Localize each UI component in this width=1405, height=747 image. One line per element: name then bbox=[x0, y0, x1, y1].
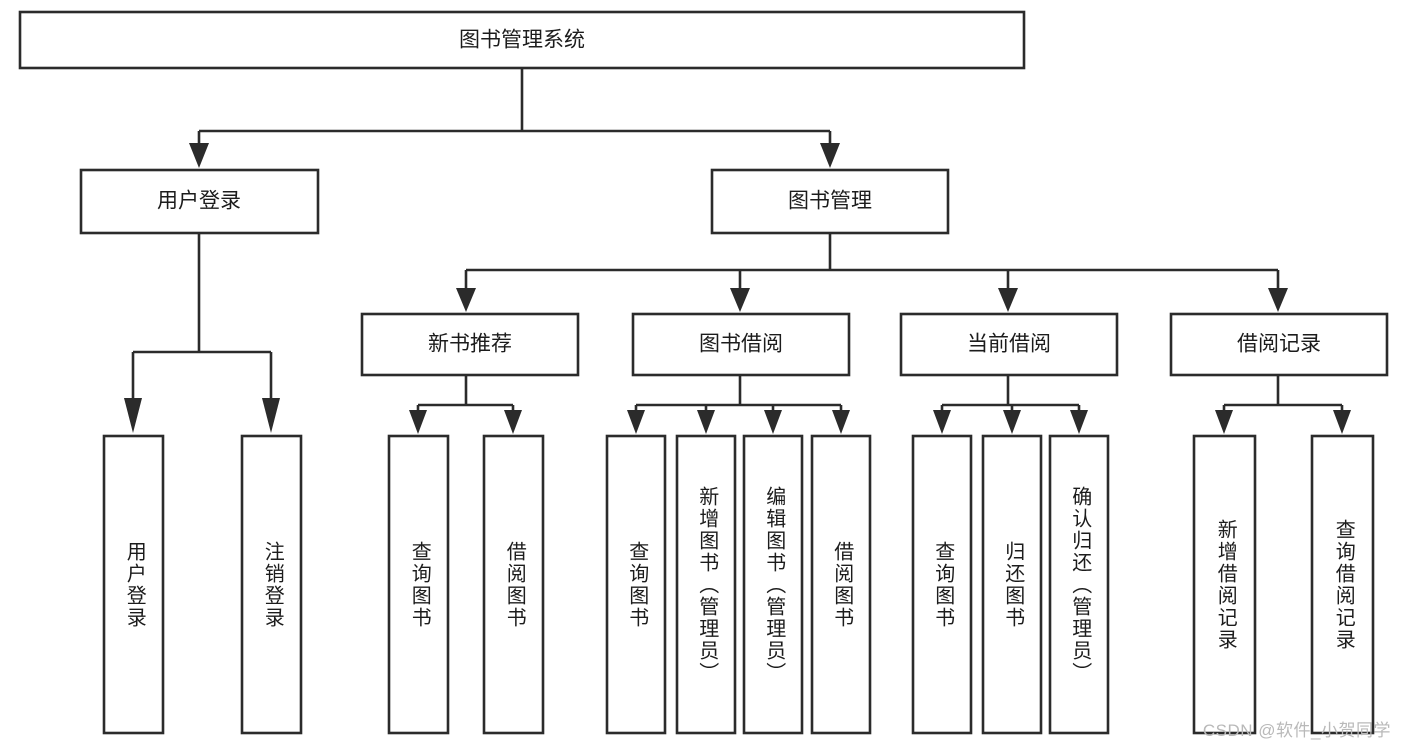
arrow-head-leaf-add-record bbox=[1215, 410, 1233, 434]
arrow-head-to-borrow bbox=[730, 288, 750, 312]
leaf-box-query-book-3[interactable] bbox=[911, 434, 973, 735]
arrow-head-leaf-query-book-2 bbox=[627, 410, 645, 434]
connector-group-root bbox=[189, 68, 840, 168]
leaf-box-borrow-book-1[interactable] bbox=[482, 434, 545, 735]
leaf-box-add-book[interactable] bbox=[675, 434, 737, 735]
arrow-head-leaf-query-book-1 bbox=[409, 410, 427, 434]
arrow-head-leaf-confirm-return bbox=[1070, 410, 1088, 434]
arrow-head-to-newbook bbox=[456, 288, 476, 312]
leaf-box-edit-book[interactable] bbox=[742, 434, 804, 735]
connector-group-record bbox=[1215, 375, 1351, 434]
node-bookmgmt-box[interactable] bbox=[710, 168, 950, 235]
node-root-label: 图书管理系统 bbox=[459, 29, 585, 52]
node-newbook-box[interactable] bbox=[360, 312, 580, 377]
node-root[interactable]: 图书管理系统 bbox=[18, 10, 1026, 70]
leaf-box-confirm-return[interactable] bbox=[1048, 434, 1110, 735]
node-borrow-label: 图书借阅 bbox=[699, 333, 783, 356]
leaf-box-logout[interactable] bbox=[240, 434, 303, 735]
connector-group-login bbox=[124, 233, 280, 433]
node-current-box[interactable] bbox=[899, 312, 1119, 377]
node-newbook[interactable]: 新书推荐 bbox=[360, 312, 580, 377]
node-borrow-box[interactable] bbox=[631, 312, 851, 377]
connector-group-bookmgmt bbox=[456, 233, 1288, 312]
connector-group-newbook bbox=[409, 375, 522, 434]
arrow-head-to-login bbox=[189, 143, 209, 168]
node-login-label: 用户登录 bbox=[157, 190, 241, 213]
arrow-head-leaf-borrow-book-1 bbox=[504, 410, 522, 434]
csdn-watermark: CSDN @软件_小贺同学 bbox=[1202, 721, 1391, 740]
node-root-box[interactable] bbox=[18, 10, 1026, 70]
leaf-box-query-record[interactable] bbox=[1310, 434, 1375, 735]
arrow-head-leaf-query-record bbox=[1333, 410, 1351, 434]
node-newbook-label: 新书推荐 bbox=[428, 333, 512, 356]
arrow-head-leaf-user-login bbox=[124, 398, 142, 433]
arrow-head-leaf-logout bbox=[262, 398, 280, 433]
node-current[interactable]: 当前借阅 bbox=[899, 312, 1119, 377]
arrow-head-leaf-add-book bbox=[697, 410, 715, 434]
leaf-box-user-login[interactable] bbox=[102, 434, 165, 735]
arrow-head-to-bookmgmt bbox=[820, 143, 840, 168]
leaf-box-return-book[interactable] bbox=[981, 434, 1043, 735]
node-bookmgmt-label: 图书管理 bbox=[788, 190, 872, 213]
arrow-head-leaf-query-book-3 bbox=[933, 410, 951, 434]
connector-group-borrow bbox=[627, 375, 850, 434]
arrow-head-leaf-borrow-book-2 bbox=[832, 410, 850, 434]
arrow-head-leaf-return-book bbox=[1003, 410, 1021, 434]
leaf-box-query-book-1[interactable] bbox=[387, 434, 450, 735]
leaf-box-borrow-book-2[interactable] bbox=[810, 434, 872, 735]
node-login-box[interactable] bbox=[79, 168, 320, 235]
node-borrow[interactable]: 图书借阅 bbox=[631, 312, 851, 377]
leaf-box-add-record[interactable] bbox=[1192, 434, 1257, 735]
node-record-label: 借阅记录 bbox=[1237, 333, 1321, 356]
arrow-head-to-current bbox=[998, 288, 1018, 312]
leaf-box-query-book-2[interactable] bbox=[605, 434, 667, 735]
arrow-head-leaf-edit-book bbox=[764, 410, 782, 434]
node-login[interactable]: 用户登录 bbox=[79, 168, 320, 235]
connector-group-current bbox=[933, 375, 1088, 434]
node-bookmgmt[interactable]: 图书管理 bbox=[710, 168, 950, 235]
node-record[interactable]: 借阅记录 bbox=[1169, 312, 1389, 377]
node-record-box[interactable] bbox=[1169, 312, 1389, 377]
arrow-head-to-record bbox=[1268, 288, 1288, 312]
node-current-label: 当前借阅 bbox=[967, 333, 1051, 356]
